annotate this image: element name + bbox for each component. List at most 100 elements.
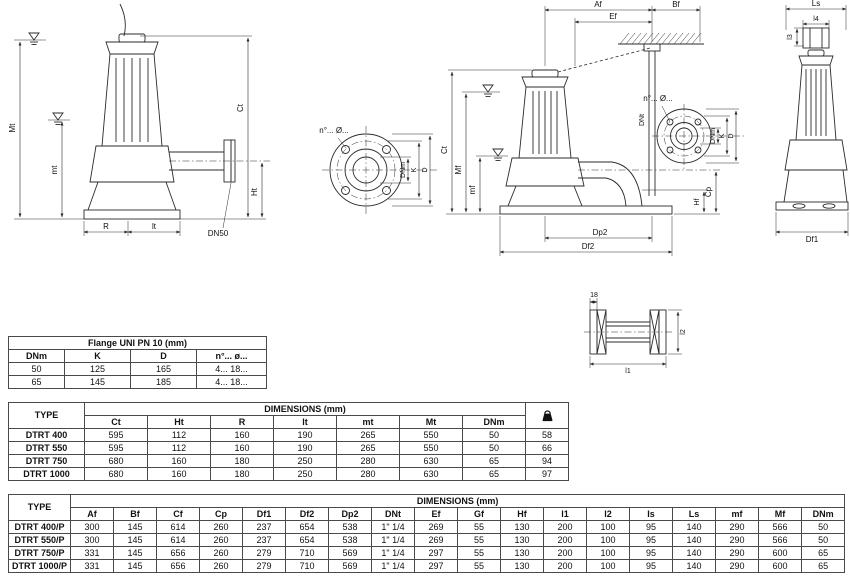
column-header: Ls	[672, 507, 716, 521]
table-cell: 538	[328, 520, 372, 534]
table-cell: 550	[399, 441, 463, 455]
table-cell: 260	[199, 520, 243, 534]
table-cell: 65	[800, 546, 846, 560]
table-cell: 595	[84, 441, 148, 455]
table-cell: 538	[328, 533, 372, 547]
flange-table-title: Flange UNI PN 10 (mm)	[7, 336, 268, 350]
coupling-detail-drawing: 18 l2 l1	[584, 292, 687, 375]
table-cell: 165	[130, 362, 197, 376]
column-header: n°... ø...	[195, 349, 268, 363]
table-cell: 1" 1/4	[371, 559, 415, 573]
table-cell: 145	[113, 520, 157, 534]
table-cell: 1" 1/4	[371, 533, 415, 547]
column-header: Hf	[500, 507, 544, 521]
front-view-dimensions: Ls l4 l3 Df1	[775, 0, 849, 244]
pump-outline	[83, 3, 236, 220]
table-cell: 145	[113, 533, 157, 547]
install-flange-holes-label: n°... Ø...	[643, 94, 672, 103]
installation-flange-face: n°... Ø... DNm K D	[643, 94, 744, 170]
dim-label-ef: Ef	[609, 12, 617, 21]
install-dim-label-k: K	[719, 133, 726, 138]
dim-label-mt-capital: Mt	[8, 123, 17, 133]
table-cell: 656	[156, 559, 200, 573]
dim-label-lt: lt	[152, 222, 157, 231]
dim-label-mf-capital: Mf	[454, 165, 463, 175]
column-header: Bf	[113, 507, 157, 521]
column-header: Df1	[242, 507, 286, 521]
type-cell: DTRT 1000/P	[8, 559, 71, 573]
table-cell: 130	[500, 546, 544, 560]
table-cell: 190	[273, 441, 337, 455]
table-cell: 710	[285, 559, 329, 573]
table-cell: 55	[457, 520, 501, 534]
weight-icon	[542, 410, 552, 422]
table-cell: 569	[328, 546, 372, 560]
weight-column-header	[525, 402, 569, 429]
dimensions-header: DIMENSIONS (mm)	[69, 494, 846, 508]
dim-label-ls: Ls	[812, 0, 820, 8]
table-cell: 140	[672, 546, 716, 560]
dim-label-ct: Ct	[236, 103, 245, 112]
table-cell: 710	[285, 546, 329, 560]
table-cell: 654	[285, 520, 329, 534]
column-header: Cp	[199, 507, 243, 521]
lifting-chain	[557, 47, 651, 73]
table-cell: 130	[500, 559, 544, 573]
column-header: Mt	[399, 415, 463, 429]
coupling-outline	[584, 309, 672, 355]
dim-label-cp: Cp	[704, 186, 713, 197]
table-cell: 614	[156, 533, 200, 547]
table-cell: 112	[147, 441, 211, 455]
table-cell: 265	[336, 428, 400, 442]
type-cell: DTRT 1000	[8, 467, 85, 481]
type-column-header: TYPE	[8, 494, 71, 521]
table-cell: 95	[629, 533, 673, 547]
guide-pipe	[643, 43, 661, 196]
column-header: DNm	[462, 415, 526, 429]
table-cell: 95	[629, 559, 673, 573]
type-cell: DTRT 550	[8, 441, 85, 455]
table-cell: 550	[399, 428, 463, 442]
flange-detail-drawing: n°... Ø... DNm K D	[319, 126, 438, 214]
installation-drawing: n°... Ø... DNm K D Af Bf Ef DNt	[440, 0, 744, 256]
front-pump-outline	[775, 27, 849, 211]
dim-label-df1: Df1	[806, 235, 819, 244]
table-cell: 331	[70, 559, 114, 573]
table-cell: 654	[285, 533, 329, 547]
table-cell: 269	[414, 520, 458, 534]
dim-label-dp2: Dp2	[593, 228, 608, 237]
table-cell: 331	[70, 546, 114, 560]
table-cell: 50	[462, 441, 526, 455]
install-dim-label-dnm: DNm	[710, 128, 717, 144]
technical-drawings: Mt mt Ct Ht R lt DN50	[8, 0, 849, 375]
table-cell: 297	[414, 559, 458, 573]
table-cell: 1" 1/4	[371, 546, 415, 560]
column-header: Af	[70, 507, 114, 521]
table-cell: 200	[543, 559, 587, 573]
table-cell: 125	[64, 362, 131, 376]
table-cell: 145	[113, 559, 157, 573]
table-cell: 566	[758, 520, 802, 534]
column-header: l1	[543, 507, 587, 521]
dim-label-ht: Ht	[250, 187, 259, 196]
dim-label-l2: l2	[680, 329, 687, 335]
table-cell: 160	[147, 454, 211, 468]
dim-label-k: K	[411, 167, 418, 172]
flange-table-title-row: Flange UNI PN 10 (mm)	[7, 336, 268, 350]
column-header: K	[64, 349, 131, 363]
table-cell: 65	[462, 454, 526, 468]
table-cell: 265	[336, 441, 400, 455]
table-cell: 190	[273, 428, 337, 442]
column-header: R	[210, 415, 274, 429]
table-cell: 95	[629, 546, 673, 560]
front-view-drawing: Ls l4 l3 Df1	[775, 0, 849, 244]
table-cell: 600	[758, 546, 802, 560]
type-cell: DTRT 550/P	[8, 533, 71, 547]
